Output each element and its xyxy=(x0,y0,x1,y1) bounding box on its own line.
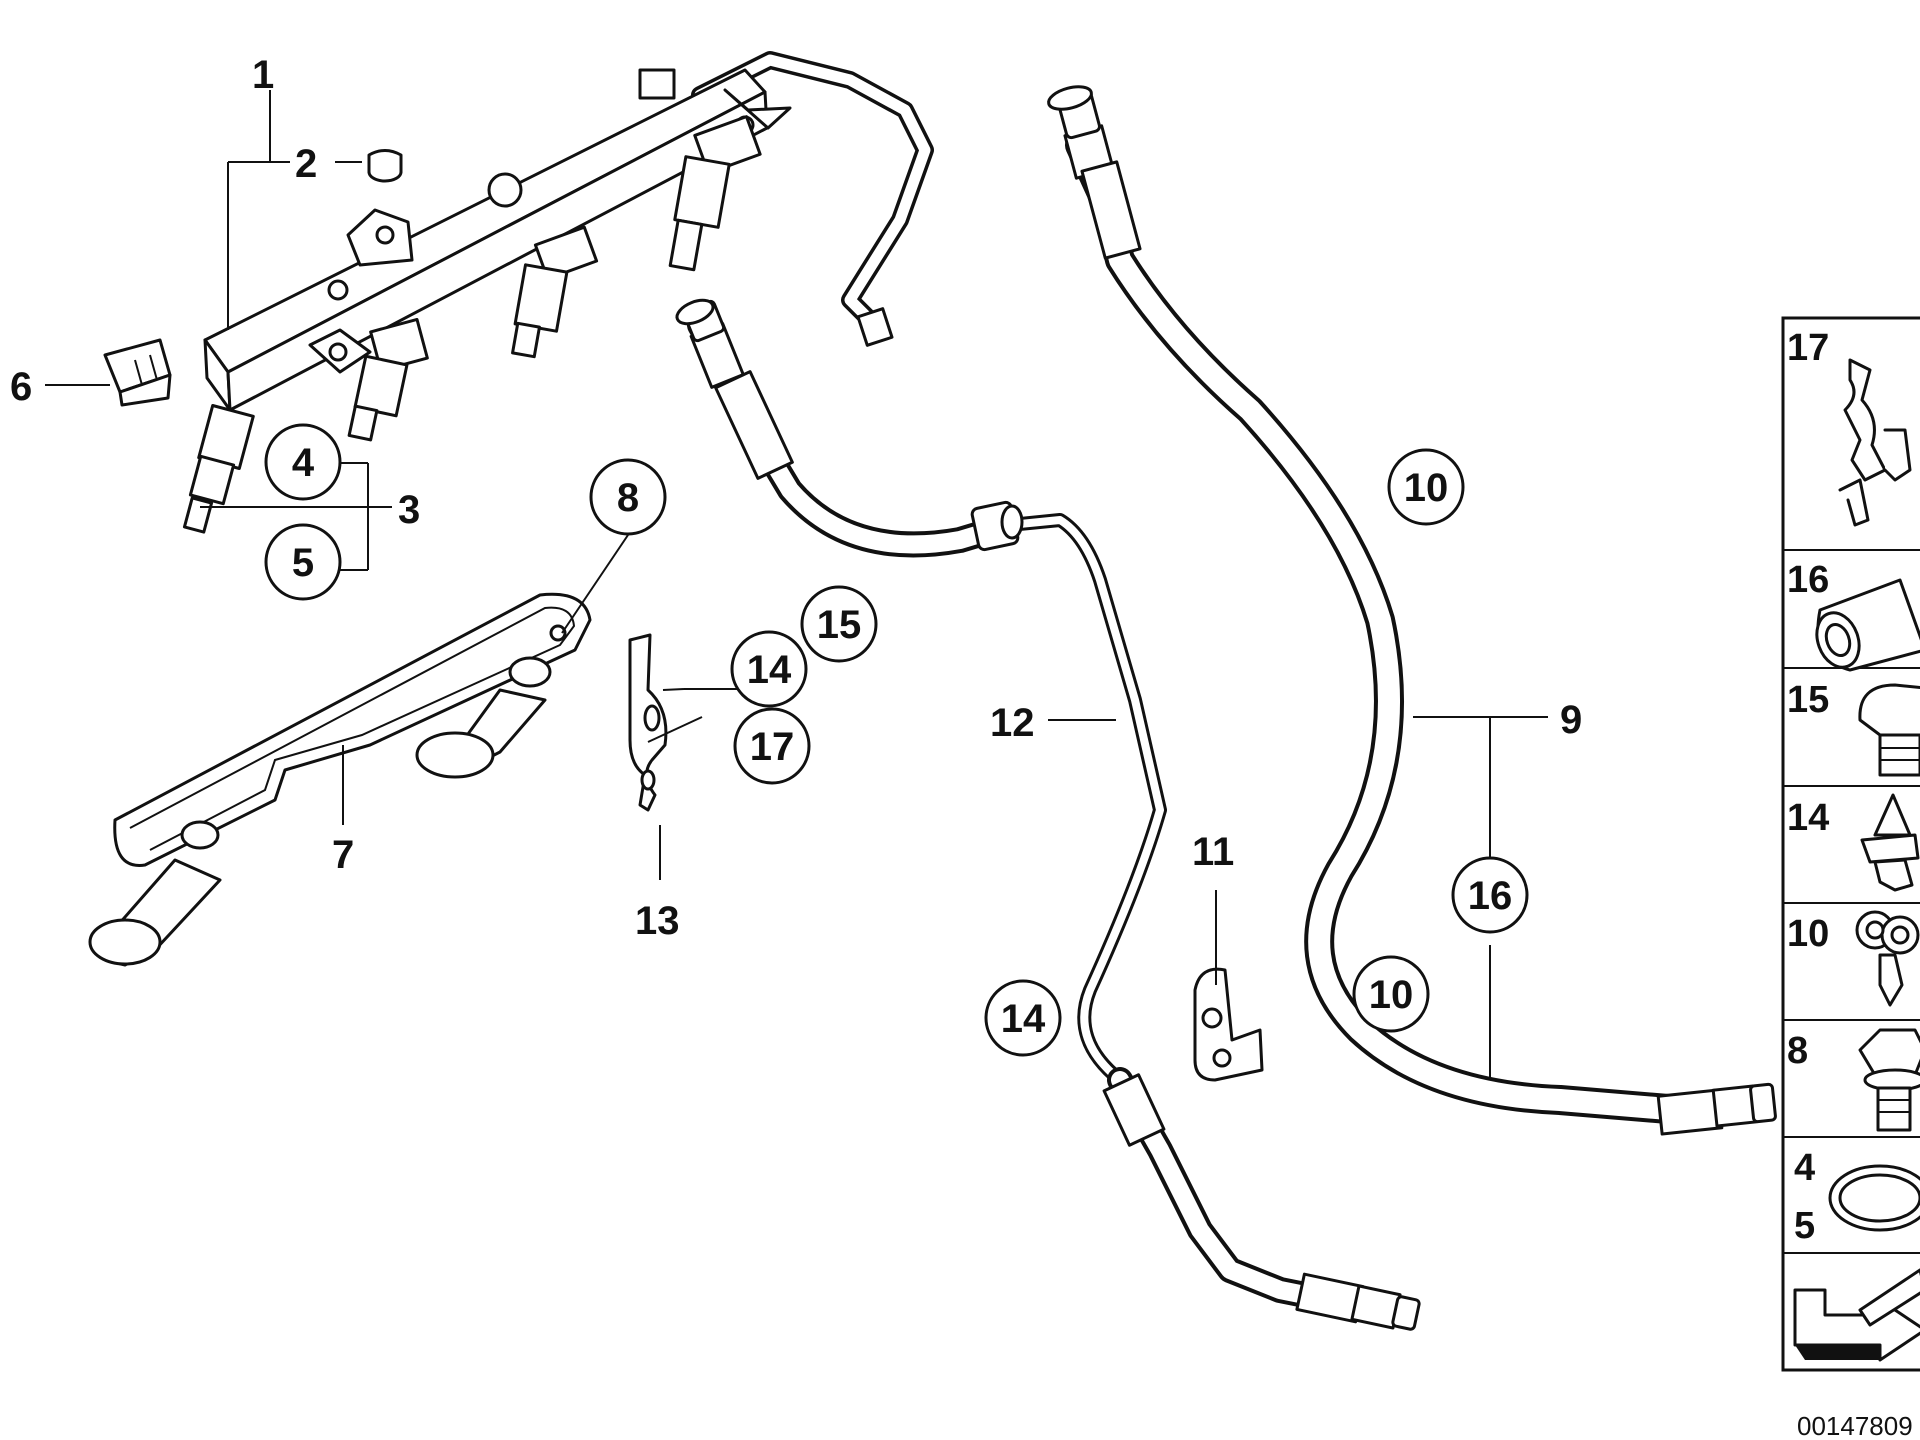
legend-item-arrow xyxy=(1793,1268,1920,1362)
injector-bracket xyxy=(88,592,592,967)
circled-callout-14-lower: 14 xyxy=(984,979,1062,1057)
svg-text:8: 8 xyxy=(617,476,639,520)
injector-4 xyxy=(668,115,762,272)
circled-callout-8: 8 xyxy=(589,458,667,536)
legend-item-14: 14 xyxy=(1787,793,1920,892)
circled-callout-14-upper: 14 xyxy=(730,630,808,708)
legend-item-8: 8 xyxy=(1787,1028,1920,1132)
svg-text:5: 5 xyxy=(292,541,314,585)
circled-callout-10-upper: 10 xyxy=(1387,448,1465,526)
circled-callout-10-lower: 10 xyxy=(1352,955,1430,1033)
callout-11: 11 xyxy=(1192,830,1234,874)
callout-13: 13 xyxy=(635,899,680,943)
direction-arrow-icon xyxy=(1793,1268,1920,1362)
callout-6: 6 xyxy=(10,365,32,409)
svg-text:16: 16 xyxy=(1468,874,1513,918)
legend-item-17: 17 xyxy=(1787,327,1912,527)
svg-text:17: 17 xyxy=(750,725,795,769)
circled-callout-5: 5 xyxy=(264,523,342,601)
sleeve-icon xyxy=(1815,578,1920,672)
callouts: 1 2 3 6 7 9 11 12 13 xyxy=(10,53,1582,943)
svg-text:10: 10 xyxy=(1369,973,1414,1017)
svg-text:16: 16 xyxy=(1787,559,1829,601)
fuel-line-9 xyxy=(1047,85,1777,1136)
injector-3 xyxy=(511,225,599,359)
callout-2: 2 xyxy=(295,142,317,186)
diagram-reference-number: 00147809 xyxy=(1797,1411,1913,1440)
hex-bolt-icon xyxy=(1858,1028,1920,1132)
legend-item-10: 10 xyxy=(1787,910,1920,1007)
legend-item-15: 15 xyxy=(1787,679,1920,777)
callout-12: 12 xyxy=(990,701,1035,745)
clip-icon xyxy=(1838,358,1912,527)
callout-9: 9 xyxy=(1560,698,1582,742)
svg-text:15: 15 xyxy=(817,603,862,647)
circled-callouts: 4 5 8 10 10 14 14 15 xyxy=(264,423,1529,1057)
bolt-icon xyxy=(1858,683,1920,777)
expanding-rivet-icon xyxy=(1860,793,1920,892)
svg-text:4: 4 xyxy=(292,441,315,485)
svg-text:14: 14 xyxy=(747,648,792,692)
svg-text:5: 5 xyxy=(1794,1205,1815,1247)
svg-text:4: 4 xyxy=(1794,1147,1815,1189)
svg-text:14: 14 xyxy=(1787,797,1829,839)
svg-text:17: 17 xyxy=(1787,327,1829,369)
svg-text:14: 14 xyxy=(1001,997,1046,1041)
svg-text:10: 10 xyxy=(1787,913,1829,955)
fuel-rail-assembly xyxy=(182,51,934,534)
pipe-clip-icon xyxy=(1855,910,1920,1007)
svg-text:15: 15 xyxy=(1787,679,1829,721)
callout-1: 1 xyxy=(252,53,274,97)
parts-legend: 17 16 15 xyxy=(1781,316,1920,1372)
callout-7: 7 xyxy=(332,833,354,877)
legend-item-4-5: 4 5 xyxy=(1794,1147,1920,1247)
legend-item-16: 16 xyxy=(1787,559,1920,672)
clip-part xyxy=(103,338,172,407)
circled-callout-16: 16 xyxy=(1451,856,1529,934)
fuel-line-12 xyxy=(675,298,1421,1331)
bracket-13 xyxy=(628,633,668,812)
injector-1 xyxy=(182,403,255,534)
callout-3: 3 xyxy=(398,488,420,532)
circled-callout-17: 17 xyxy=(733,707,811,785)
svg-text:10: 10 xyxy=(1404,466,1449,510)
svg-text:8: 8 xyxy=(1787,1030,1808,1072)
cap-part xyxy=(367,149,403,183)
o-ring-icon xyxy=(1828,1164,1920,1232)
bracket-11 xyxy=(1193,967,1264,1082)
injector-2 xyxy=(347,317,429,442)
circled-callout-15: 15 xyxy=(800,585,878,663)
circled-callout-4: 4 xyxy=(264,423,342,501)
